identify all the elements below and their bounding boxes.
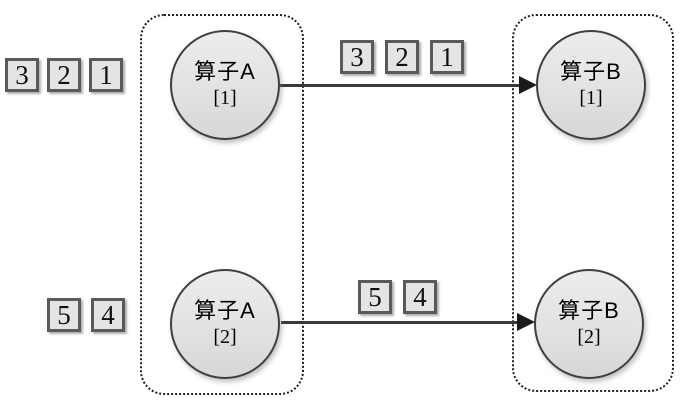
data-box: 5 [47, 298, 81, 332]
node-operator-b-2: 算子B [2] [534, 269, 644, 379]
data-box: 2 [47, 58, 81, 92]
data-box: 3 [340, 40, 374, 74]
edge-a2-to-b2 [281, 321, 518, 324]
input-queue-1: 3 2 1 [5, 58, 123, 92]
data-box: 2 [385, 40, 419, 74]
edge-queue-1: 3 2 1 [340, 40, 464, 74]
node-label: 算子A [194, 59, 256, 84]
input-queue-2: 5 4 [47, 298, 125, 332]
data-box: 1 [430, 40, 464, 74]
node-subscript: [2] [213, 326, 237, 348]
node-subscript: [1] [213, 87, 237, 109]
arrowhead-icon [517, 313, 535, 331]
data-box: 5 [358, 280, 392, 314]
data-box: 1 [89, 58, 123, 92]
node-label: 算子A [194, 298, 256, 323]
node-operator-b-1: 算子B [1] [536, 30, 646, 140]
data-box: 4 [91, 298, 125, 332]
edge-a1-to-b1 [280, 84, 520, 87]
node-label: 算子B [558, 298, 620, 323]
edge-queue-2: 5 4 [358, 280, 437, 314]
node-operator-a-1: 算子A [1] [170, 30, 280, 140]
node-subscript: [2] [577, 326, 601, 348]
node-operator-a-2: 算子A [2] [170, 269, 280, 379]
node-subscript: [1] [579, 87, 603, 109]
node-label: 算子B [560, 59, 622, 84]
data-box: 4 [403, 280, 437, 314]
arrowhead-icon [519, 76, 537, 94]
data-box: 3 [5, 58, 39, 92]
